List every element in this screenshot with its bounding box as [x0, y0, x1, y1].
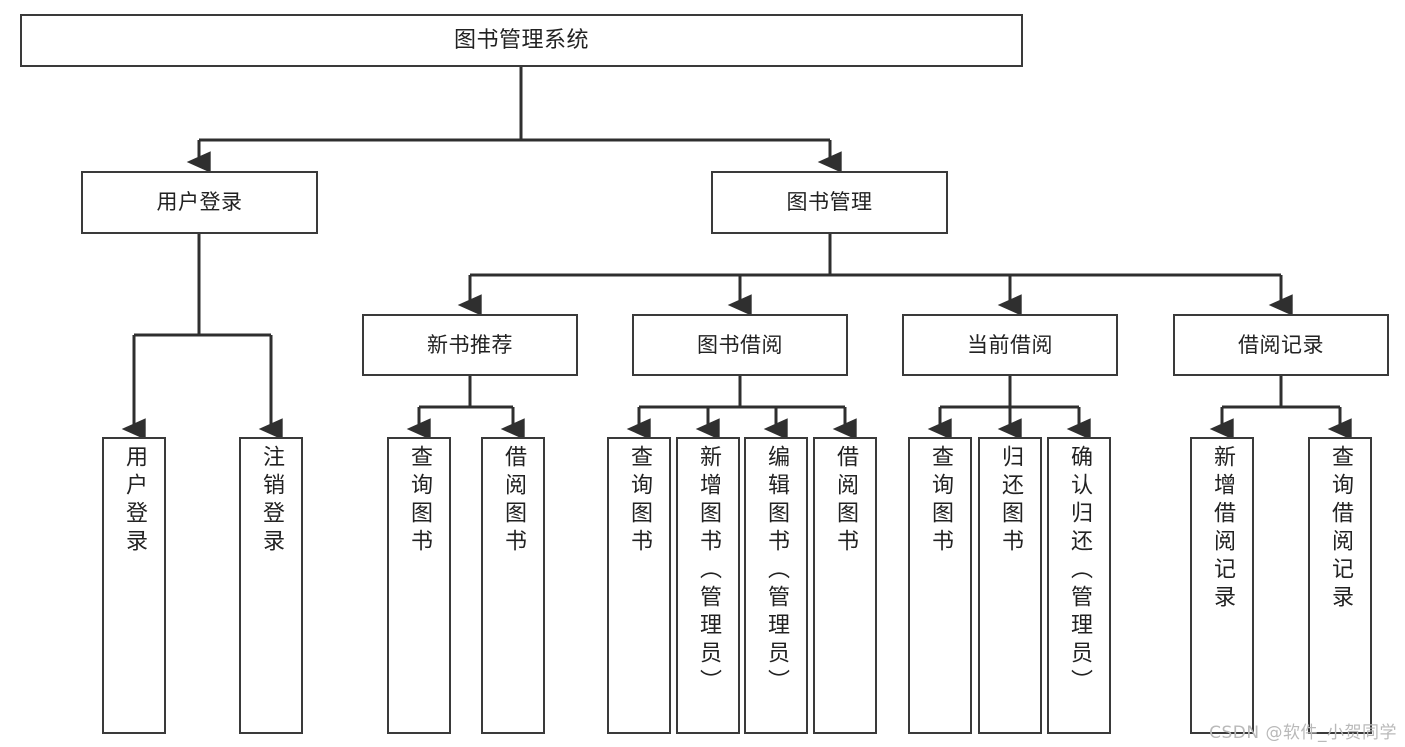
node-book-borrow-label: 图书借阅 — [697, 332, 783, 357]
node-leaf-current-query-book-label: 查询图书 — [928, 445, 953, 557]
csdn-watermark: CSDN @软件_小贺同学 — [1209, 723, 1397, 743]
node-user-login[interactable]: 用户登录 — [81, 171, 318, 234]
node-borrow-record-label: 借阅记录 — [1238, 332, 1324, 357]
node-new-book-rec-label: 新书推荐 — [427, 332, 513, 357]
node-book-manage-label: 图书管理 — [786, 190, 873, 215]
node-leaf-borrow-query-book-label: 查询图书 — [627, 445, 652, 557]
node-leaf-rec-query-book[interactable]: 查询图书 — [387, 437, 451, 734]
node-book-borrow[interactable]: 图书借阅 — [632, 314, 848, 376]
node-leaf-borrow-add-book[interactable]: 新增图书（管理员） — [676, 437, 740, 734]
node-leaf-rec-query-book-label: 查询图书 — [407, 445, 432, 557]
node-leaf-borrow-borrow-book-label: 借阅图书 — [833, 445, 858, 557]
node-leaf-record-query[interactable]: 查询借阅记录 — [1308, 437, 1372, 734]
node-leaf-record-add[interactable]: 新增借阅记录 — [1190, 437, 1254, 734]
node-leaf-borrow-edit-book-label: 编辑图书（管理员） — [764, 445, 789, 697]
node-leaf-record-add-label: 新增借阅记录 — [1210, 445, 1235, 613]
node-root-label: 图书管理系统 — [453, 27, 589, 53]
node-leaf-current-return-book-label: 归还图书 — [998, 445, 1023, 557]
node-leaf-record-query-label: 查询借阅记录 — [1328, 445, 1353, 613]
node-leaf-user-logout[interactable]: 注销登录 — [239, 437, 303, 734]
node-borrow-record[interactable]: 借阅记录 — [1173, 314, 1389, 376]
node-new-book-rec[interactable]: 新书推荐 — [362, 314, 578, 376]
node-leaf-current-return-book[interactable]: 归还图书 — [978, 437, 1042, 734]
node-leaf-rec-borrow-book-label: 借阅图书 — [501, 445, 526, 557]
node-leaf-rec-borrow-book[interactable]: 借阅图书 — [481, 437, 545, 734]
node-leaf-borrow-borrow-book[interactable]: 借阅图书 — [813, 437, 877, 734]
node-leaf-current-confirm-return-label: 确认归还（管理员） — [1067, 445, 1092, 697]
node-leaf-user-login[interactable]: 用户登录 — [102, 437, 166, 734]
node-leaf-borrow-edit-book[interactable]: 编辑图书（管理员） — [744, 437, 808, 734]
node-current-borrow-label: 当前借阅 — [967, 332, 1053, 357]
node-current-borrow[interactable]: 当前借阅 — [902, 314, 1118, 376]
node-leaf-user-login-label: 用户登录 — [122, 445, 147, 557]
node-leaf-user-logout-label: 注销登录 — [259, 445, 284, 557]
node-leaf-current-confirm-return[interactable]: 确认归还（管理员） — [1047, 437, 1111, 734]
node-root[interactable]: 图书管理系统 — [20, 14, 1023, 67]
node-leaf-current-query-book[interactable]: 查询图书 — [908, 437, 972, 734]
node-leaf-borrow-add-book-label: 新增图书（管理员） — [696, 445, 721, 697]
node-leaf-borrow-query-book[interactable]: 查询图书 — [607, 437, 671, 734]
node-user-login-label: 用户登录 — [156, 190, 243, 215]
node-book-manage[interactable]: 图书管理 — [711, 171, 948, 234]
